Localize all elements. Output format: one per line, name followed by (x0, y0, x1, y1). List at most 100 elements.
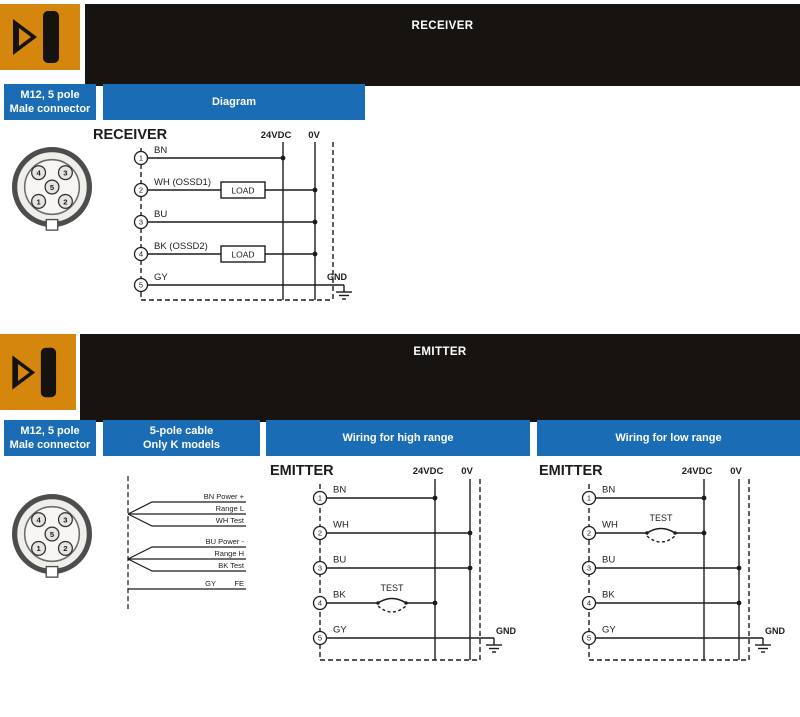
receiver-sensor-icon-box (0, 4, 80, 70)
rail-24vdc-label: 24VDC (682, 466, 713, 477)
emitter-low-junction-dots (645, 495, 742, 606)
receiver-band-title: RECEIVER (411, 20, 474, 32)
pin-3-label: 3 (63, 516, 67, 525)
receiver-wire-labels: BN WH (OSSD1) BU BK (OSSD2) GY (154, 145, 211, 283)
receiver-connector-pinout: 4 3 5 1 2 (11, 146, 93, 231)
emitter-low-range-header-label: Wiring for low range (615, 431, 722, 444)
emitter-low-range-header: Wiring for low range (537, 420, 800, 456)
wire-wh-label: WH (602, 520, 618, 531)
wire-wh-label: WH (333, 520, 349, 531)
gnd-label: GND (496, 626, 517, 636)
emitter-cable-header-line1: 5-pole cable (149, 424, 214, 437)
receiver-wiring-lines (140, 142, 352, 301)
diagram-pin-2: 2 (318, 529, 322, 538)
pin-5-label: 5 (50, 530, 55, 539)
wire-bu-label: BU (602, 555, 615, 566)
diagram-pin-2: 2 (587, 529, 591, 538)
gnd-label: GND (765, 626, 786, 636)
cable-range-h-label: Range H (214, 549, 244, 558)
emitter-high-range-header-label: Wiring for high range (342, 431, 454, 444)
pin-4-label: 4 (36, 516, 41, 525)
emitter-band: EMITTER (80, 334, 800, 422)
wire-gy-label: GY (602, 625, 616, 636)
emitter-connector-pins: 4 3 5 1 2 (31, 512, 73, 556)
connector-keyway-notch (45, 565, 59, 578)
emitter-band-title: EMITTER (413, 346, 467, 358)
cable-breakout-diagram: BN Power + Range L WH Test BU Power - Ra… (127, 476, 246, 612)
cable-bk-test-label: BK Test (218, 561, 245, 570)
cable-wh-test-label: WH Test (216, 516, 245, 525)
test-switch-label: TEST (649, 513, 673, 523)
pin-1-label: 1 (36, 544, 41, 553)
diagram-pin-1: 1 (139, 154, 143, 163)
gnd-label: GND (327, 272, 348, 282)
receiver-junction-dots (280, 155, 318, 257)
wire-bu-label: BU (154, 209, 167, 220)
pin-2-label: 2 (63, 544, 67, 553)
diagram-pin-2: 2 (139, 186, 143, 195)
wire-bn-label: BN (333, 485, 346, 496)
diagram-pin-4: 4 (318, 599, 322, 608)
wire-bn-label: BN (154, 145, 167, 156)
cable-fe-label: FE (234, 579, 244, 588)
wire-bn-label: BN (602, 485, 615, 496)
rail-24vdc-label: 24VDC (261, 130, 292, 141)
pin-3-label: 3 (63, 169, 67, 178)
receiver-connector-header-line1: M12, 5 pole (20, 88, 80, 101)
wire-gy-label: GY (154, 272, 168, 283)
diagram-pin-5: 5 (318, 634, 322, 643)
receiver-wiring-diagram: RECEIVER 24VDC 0V (93, 127, 352, 301)
emitter-high-junction-dots (376, 495, 473, 606)
emitter-low-title: EMITTER (539, 463, 603, 479)
rail-0v-label: 0V (308, 130, 320, 141)
receiver-connector-header-line2: Male connector (9, 103, 91, 115)
diagram-pin-3: 3 (587, 564, 591, 573)
sensor-icon (12, 347, 57, 397)
emitter-high-pins: 1 2 3 4 5 (312, 490, 328, 646)
wire-bk-ossd2-label: BK (OSSD2) (154, 241, 208, 252)
cable-breakout-lines (127, 476, 246, 612)
cable-gy-label: GY (205, 579, 216, 588)
rail-0v-label: 0V (461, 466, 473, 477)
emitter-low-pins: 1 2 3 4 5 (581, 490, 597, 646)
cable-range-l-label: Range L (216, 504, 244, 513)
wire-bu-label: BU (333, 555, 346, 566)
receiver-diagram-header: Diagram (103, 84, 365, 120)
diagram-pin-1: 1 (318, 494, 322, 503)
emitter-connector-header-line2: Male connector (9, 439, 91, 451)
diagram-pin-5: 5 (139, 281, 143, 290)
receiver-diagram-header-label: Diagram (211, 95, 257, 108)
cable-bu-power-label: BU Power - (206, 537, 245, 546)
connector-keyway-notch (45, 218, 59, 231)
receiver-diagram-title: RECEIVER (93, 127, 168, 143)
rail-0v-label: 0V (730, 466, 742, 477)
emitter-high-title: EMITTER (270, 463, 334, 479)
emitter-connector-header: M12, 5 pole Male connector (4, 420, 96, 456)
emitter-low-wire-labels: BN WH BU BK GY (602, 485, 618, 636)
diagram-pin-5: 5 (587, 634, 591, 643)
receiver-band: RECEIVER (85, 4, 800, 86)
sensor-icon (13, 11, 59, 63)
emitter-connector-header-line1: M12, 5 pole (20, 424, 80, 437)
emitter-low-range-diagram: EMITTER 24VDC 0V (539, 463, 786, 661)
emitter-high-range-diagram: EMITTER 24VDC 0V (270, 463, 517, 661)
diagram-pin-1: 1 (587, 494, 591, 503)
diagram-pin-3: 3 (318, 564, 322, 573)
emitter-high-range-header: Wiring for high range (266, 420, 530, 456)
receiver-diagram-pins: 1 2 3 4 5 (133, 150, 149, 293)
rail-24vdc-label: 24VDC (413, 466, 444, 477)
emitter-low-wiring-lines (588, 479, 771, 661)
receiver-connector-pins: 4 3 5 1 2 (31, 165, 73, 209)
load1-label: LOAD (231, 186, 254, 196)
load2-label: LOAD (231, 250, 254, 260)
wire-bk-label: BK (333, 590, 346, 601)
pin-5-label: 5 (50, 183, 55, 192)
receiver-connector-header: M12, 5 pole Male connector (4, 84, 96, 120)
pin-4-label: 4 (36, 169, 41, 178)
cable-bn-power-label: BN Power + (204, 492, 245, 501)
test-switch-label: TEST (380, 583, 404, 593)
cable-wire-labels: BN Power + Range L WH Test BU Power - Ra… (204, 492, 245, 588)
emitter-high-wiring-lines (319, 479, 502, 661)
pin-2-label: 2 (63, 197, 67, 206)
